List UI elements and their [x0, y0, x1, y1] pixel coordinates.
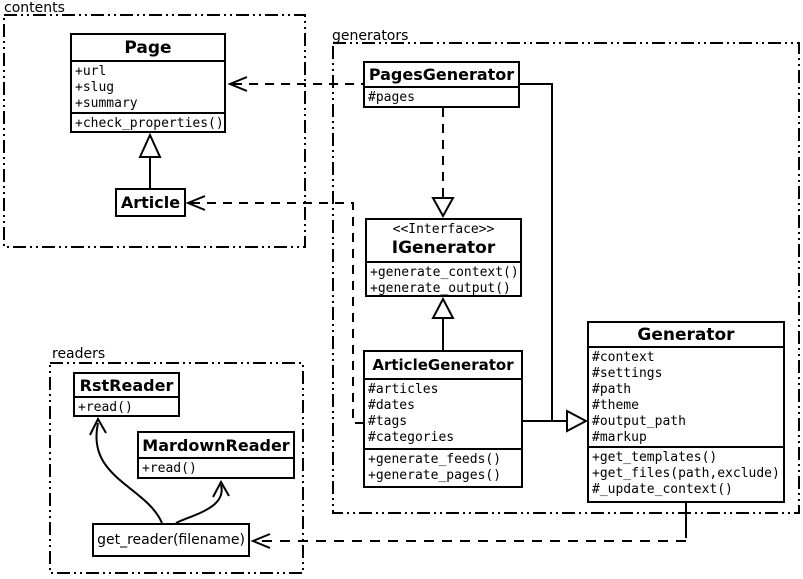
realization-pagesgenerator-to-igenerator: [431, 108, 455, 219]
dependency-generator-to-getreader: [250, 503, 687, 549]
attribute: #markup: [592, 430, 647, 445]
methods-section-page: +check_properties(): [72, 112, 224, 131]
method: +read(): [142, 461, 197, 476]
package-border-generators: [332, 42, 800, 514]
method: +generate_output(): [370, 281, 511, 296]
method: +generate_feeds(): [368, 452, 502, 467]
attributes-section-pagesgenerator: #pages: [365, 86, 518, 106]
class-name-article: Article: [120, 193, 181, 212]
function-box-get-reader: get_reader(filename): [92, 523, 250, 557]
generalization-article-to-page: [138, 132, 162, 188]
attribute: +url: [75, 64, 107, 79]
package-border-contents: [3, 14, 306, 248]
methods-section-mardownreader: +read(): [139, 457, 293, 477]
dependency-pagesgenerator-to-page: [227, 76, 363, 92]
attributes-section-articlegenerator: #articles #dates #tags #categories: [365, 378, 521, 448]
attribute: +summary: [75, 96, 138, 111]
package-label-generators: generators: [332, 28, 409, 44]
method: +read(): [78, 400, 133, 415]
class-box-igenerator: <<Interface>> IGenerator +generate_conte…: [365, 218, 522, 297]
attribute: #path: [592, 382, 632, 397]
method: +generate_context(): [370, 265, 519, 280]
header-igenerator: <<Interface>> IGenerator: [367, 220, 520, 261]
methods-section-articlegenerator: +generate_feeds() +generate_pages(): [365, 448, 521, 484]
generalization-articlegenerator-to-igenerator: [431, 296, 455, 350]
class-box-pagesgenerator: PagesGenerator #pages: [363, 61, 520, 108]
methods-section-igenerator: +generate_context() +generate_output(): [367, 261, 520, 296]
class-name-generator: Generator: [637, 324, 735, 345]
attributes-section-generator: #context #settings #path #theme #output_…: [589, 346, 783, 446]
class-name-mardownreader: MardownReader: [142, 435, 290, 455]
arrow-getreader-to-rstreader: [89, 416, 163, 524]
class-name-pagesgenerator: PagesGenerator: [368, 65, 515, 84]
class-name-rstreader: RstReader: [79, 375, 174, 395]
attribute: #tags: [368, 414, 408, 429]
method: +get_files(path,exclude): [592, 466, 780, 481]
methods-section-rstreader: +read(): [75, 396, 178, 415]
class-box-article: Article: [115, 188, 186, 217]
class-box-rstreader: RstReader +read(): [73, 372, 180, 417]
stereotype-interface: <<Interface>>: [392, 222, 495, 237]
attribute: #theme: [592, 398, 639, 413]
attribute: #articles: [368, 382, 439, 397]
attribute: #categories: [368, 430, 455, 445]
class-box-articlegenerator: ArticleGenerator #articles #dates #tags …: [363, 350, 523, 488]
methods-section-generator: +get_templates() +get_files(path,exclude…: [589, 446, 783, 498]
class-box-mardownreader: MardownReader +read(): [137, 431, 295, 479]
attribute: #pages: [368, 90, 415, 105]
class-name-page: Page: [124, 37, 172, 58]
attribute: #settings: [592, 366, 663, 381]
dependency-articlegenerator-to-article: [185, 195, 363, 424]
attribute: #context: [592, 350, 655, 365]
package-border-readers: [49, 362, 304, 574]
arrow-getreader-to-mardownreader: [175, 479, 230, 524]
generalization-generators-to-generator: [520, 83, 589, 433]
method: +generate_pages(): [368, 468, 502, 483]
method: +check_properties(): [75, 116, 224, 131]
attributes-section-page: +url +slug +summary: [72, 60, 224, 112]
package-label-contents: contents: [4, 0, 65, 16]
method: #_update_context(): [592, 482, 733, 497]
attribute: +slug: [75, 80, 115, 95]
class-box-generator: Generator #context #settings #path #them…: [587, 321, 785, 503]
attribute: #output_path: [592, 414, 686, 429]
class-name-igenerator: IGenerator: [391, 238, 496, 258]
get-reader-label: get_reader(filename): [97, 532, 245, 548]
method: +get_templates(): [592, 450, 718, 465]
package-label-readers: readers: [52, 346, 106, 362]
class-box-page: Page +url +slug +summary +check_properti…: [70, 33, 226, 133]
class-name-articlegenerator: ArticleGenerator: [372, 356, 514, 374]
attribute: #dates: [368, 398, 415, 413]
